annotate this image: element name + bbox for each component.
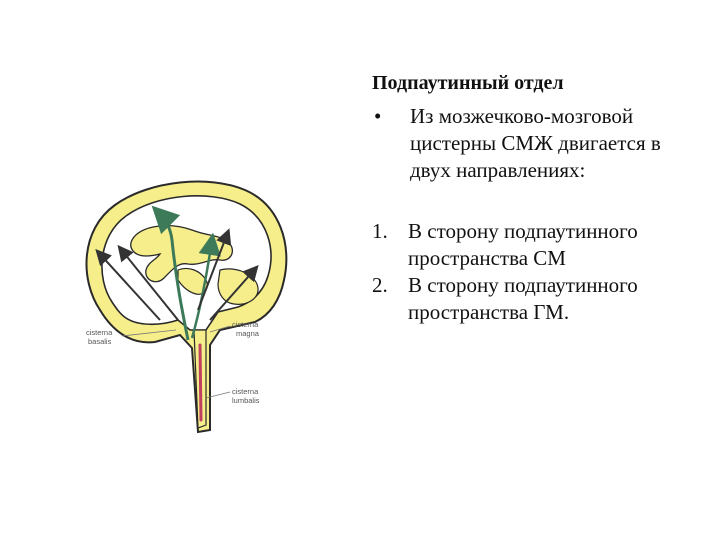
list-text-2: В сторону подпаутинного пространства ГМ.: [408, 273, 638, 324]
brain-illustration: cisterna basalis cisterna magna cisterna…: [85, 180, 288, 434]
spinal-flow-red: [198, 343, 203, 422]
label-cisterna-basalis-2: basalis: [88, 337, 112, 346]
leader-lumbalis: [205, 391, 231, 399]
label-cisterna-basalis-1: cisterna: [86, 328, 113, 337]
label-cisterna-lumbalis-1: cisterna: [232, 387, 259, 396]
bullet-row: • Из мозжечково-мозговой цистерны СМЖ дв…: [372, 103, 702, 184]
flow-arrow-1: [95, 249, 161, 321]
flow-arrow-4: [209, 265, 259, 321]
label-cisterna-magna-1: cisterna: [232, 320, 259, 329]
flow-arrow-3: [197, 228, 232, 311]
list-marker-2: 2.: [372, 273, 388, 297]
bullet-marker: •: [374, 104, 382, 128]
list-marker-1: 1.: [372, 219, 388, 243]
list-item-1: 1. В сторону подпаутинного пространства …: [372, 218, 702, 272]
section-title: Подпаутинный отдел: [372, 72, 564, 94]
csf-flow-diagram: cisterna basalis cisterna magna cisterna…: [60, 170, 340, 460]
central-flow-arrow-2: [190, 232, 221, 339]
leader-magna: [209, 325, 231, 333]
bullet-text: Из мозжечково-мозговой цистерны СМЖ двиг…: [410, 104, 661, 182]
label-cisterna-magna-2: magna: [236, 329, 260, 338]
list-item-2: 2. В сторону подпаутинного пространства …: [372, 272, 702, 326]
flow-arrow-2: [117, 244, 179, 321]
leader-basalis: [121, 329, 177, 337]
central-flow-arrow: [151, 205, 190, 341]
label-cisterna-lumbalis-2: lumbalis: [232, 396, 260, 405]
list-text-1: В сторону подпаутинного пространства СМ: [408, 219, 638, 270]
spacer: [372, 184, 702, 218]
text-panel: Подпаутинный отдел • Из мозжечково-мозго…: [372, 70, 702, 326]
